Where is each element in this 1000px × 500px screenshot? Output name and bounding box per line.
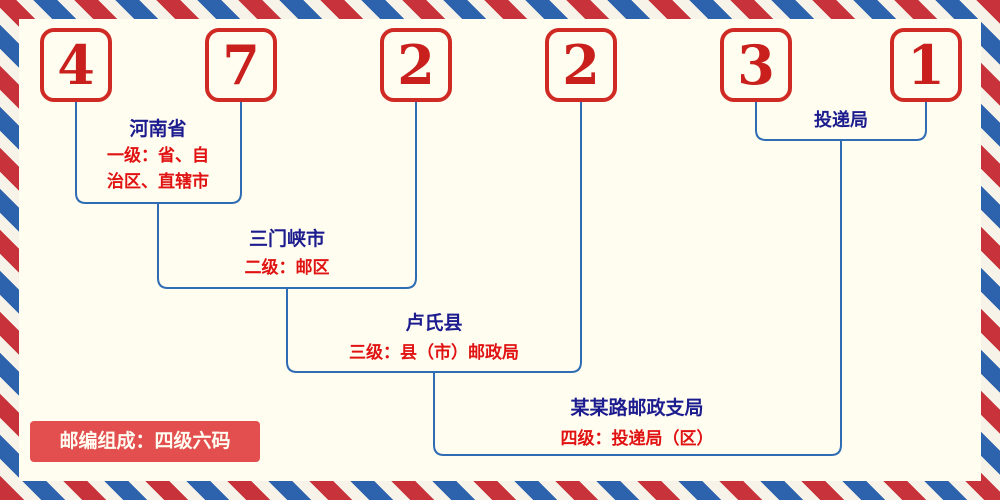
digit-6: 1 — [907, 33, 945, 97]
delivery-office-label: 投递局 — [814, 110, 868, 131]
digit-box-6: 1 — [890, 28, 962, 102]
level4-place-label: 某某路邮政支局 — [570, 397, 704, 419]
level4-desc-label: 四级：投递局（区） — [560, 429, 714, 449]
digit-box-2: 7 — [205, 28, 277, 102]
digit-2: 7 — [222, 33, 260, 97]
digit-1: 4 — [57, 33, 95, 97]
digit-4: 2 — [562, 33, 600, 97]
composition-badge: 邮编组成：四级六码 — [30, 421, 260, 462]
digit-box-5: 3 — [720, 28, 792, 102]
level2-place-label: 三门峡市 — [248, 228, 325, 250]
digit-box-4: 2 — [545, 28, 617, 102]
digit-3: 2 — [397, 33, 435, 97]
digit-box-3: 2 — [380, 28, 452, 102]
digit-5: 3 — [737, 33, 775, 97]
level1-desc-label: 一级：省、自治区、直辖市 — [107, 146, 209, 192]
level1-place-label: 河南省 — [129, 118, 187, 140]
level3-desc-label: 三级：县（市）邮政局 — [349, 343, 519, 363]
digit-box-1: 4 — [40, 28, 112, 102]
level3-place-label: 卢氏县 — [405, 312, 463, 334]
level2-desc-label: 二级：邮区 — [244, 258, 330, 278]
